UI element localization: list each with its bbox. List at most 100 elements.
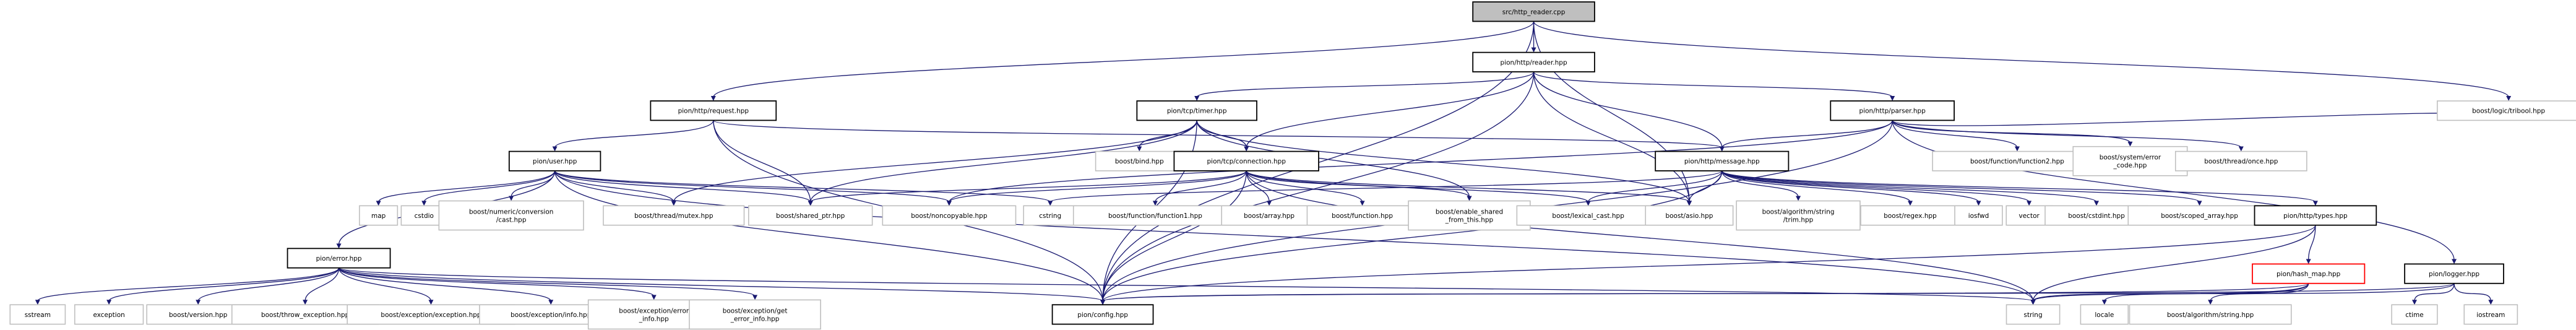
- edge-logger-to-config: [1102, 283, 2455, 302]
- node-box-function1: [1072, 205, 1238, 226]
- edge-user-to-mutex: [554, 170, 674, 202]
- node-box-algstring: [2129, 304, 2292, 325]
- arrowhead-message-to-vector: [2027, 201, 2032, 206]
- edge-message-to-vector: [1721, 170, 2030, 202]
- node-user[interactable]: pion/user.hpp: [508, 150, 601, 172]
- node-logger[interactable]: pion/logger.hpp: [2404, 263, 2504, 284]
- node-box-connection: [1173, 150, 1319, 172]
- node-label-regex: boost/regex.hpp: [1884, 212, 1937, 220]
- node-label-cstring: cstring: [1039, 212, 1061, 220]
- node-error[interactable]: pion/error.hpp: [286, 248, 391, 269]
- edge-message-to-trim: [1721, 170, 1799, 198]
- arrowhead-connection-to-function: [1359, 201, 1365, 206]
- edge-error-to-excget: [338, 267, 756, 297]
- node-request[interactable]: pion/http/request.hpp: [650, 100, 777, 121]
- arrowhead-timer-to-bind: [1137, 146, 1142, 152]
- node-label-algstring: boost/algorithm/string.hpp: [2167, 311, 2254, 319]
- node-numconv: boost/numeric/conversion/cast.hpp: [438, 200, 584, 231]
- edge-request-to-sharedptr: [713, 120, 811, 202]
- arrowhead-connection-to-sharedptr: [808, 201, 813, 206]
- edge-error-to-throwexc: [304, 267, 340, 302]
- node-label-enableshared: _from_this.hpp: [1445, 217, 1494, 224]
- edge-types-to-hashmap: [2308, 225, 2316, 261]
- node-box-config: [1051, 304, 1154, 325]
- node-box-timer: [1136, 100, 1257, 121]
- node-cstring: cstring: [1023, 205, 1078, 226]
- node-label-trim: boost/algorithm/string: [1762, 209, 1835, 216]
- arrowhead-error-to-exception: [106, 300, 112, 305]
- edge-error-to-excinfo: [338, 267, 551, 302]
- arrowhead-logger-to-ctime: [2412, 300, 2418, 305]
- node-label-tribool: boost/logic/tribool.hpp: [2472, 108, 2545, 115]
- arrowhead-error-to-throwexc: [303, 300, 308, 305]
- edge-error-to-version: [197, 267, 340, 302]
- arrowhead-user-to-mutex: [671, 201, 676, 206]
- edge-parser-to-errorcode: [1892, 120, 2131, 144]
- node-reader[interactable]: pion/http/reader.hpp: [1472, 51, 1595, 72]
- edge-error-to-excerror: [338, 267, 655, 297]
- node-string: string: [2005, 304, 2061, 325]
- edge-root-to-request: [713, 21, 1535, 98]
- node-box-message: [1655, 150, 1790, 172]
- edge-error-to-excexc: [338, 267, 432, 302]
- node-label-sharedptr: boost/shared_ptr.hpp: [776, 212, 845, 220]
- node-label-function2: boost/function/function2.hpp: [1970, 158, 2064, 165]
- node-map: map: [359, 205, 398, 226]
- node-types[interactable]: pion/http/types.hpp: [2254, 205, 2377, 226]
- edge-connection-to-noncopyable: [949, 170, 1247, 202]
- edge-parser-to-message: [1721, 120, 1893, 148]
- node-box-array: [1221, 205, 1317, 226]
- edge-error-to-string: [338, 267, 2034, 302]
- arrowhead-logger-to-iostream: [2488, 300, 2494, 305]
- edge-reader-to-parser: [1533, 71, 1893, 98]
- node-label-asio: boost/asio.hpp: [1665, 212, 1713, 220]
- arrowhead-logger-to-string: [2030, 300, 2036, 305]
- arrowhead-reader-to-timer: [1194, 96, 1200, 102]
- node-label-cstdio: cstdio: [415, 212, 434, 220]
- edge-message-to-lexicalcast: [1588, 170, 1723, 202]
- edge-timer-to-mutex: [673, 120, 1197, 202]
- node-box-cstring: [1023, 205, 1078, 226]
- arrowhead-message-to-cstring: [1048, 201, 1053, 206]
- edge-types-to-string: [2032, 225, 2316, 302]
- node-label-locale: locale: [2095, 311, 2114, 319]
- edge-logger-to-string: [2032, 283, 2455, 302]
- node-box-mutex: [603, 205, 745, 226]
- edge-message-to-types: [1721, 170, 2316, 202]
- node-label-user: pion/user.hpp: [533, 158, 577, 165]
- node-timer[interactable]: pion/tcp/timer.hpp: [1136, 100, 1257, 121]
- arrowhead-error-to-excget: [752, 295, 758, 300]
- node-locale: locale: [2080, 304, 2129, 325]
- node-label-bind: boost/bind.hpp: [1115, 158, 1164, 165]
- node-once: boost/thread/once.hpp: [2174, 150, 2307, 172]
- edge-error-to-exception: [108, 267, 340, 302]
- edge-message-to-regex: [1721, 170, 1911, 202]
- node-box-asio: [1645, 205, 1734, 226]
- node-box-exception: [74, 304, 144, 325]
- node-root[interactable]: src/http_reader.cpp: [1472, 1, 1595, 22]
- node-connection[interactable]: pion/tcp/connection.hpp: [1173, 150, 1319, 172]
- node-box-iostream: [2463, 304, 2518, 325]
- edge-root-to-asio: [1533, 21, 1690, 202]
- node-function: boost/function.hpp: [1306, 205, 1418, 226]
- node-hashmap[interactable]: pion/hash_map.hpp: [2252, 263, 2366, 284]
- arrowhead-message-to-cstdint: [2094, 201, 2100, 206]
- node-function1: boost/function/function1.hpp: [1072, 205, 1238, 226]
- arrowhead-message-to-types: [2312, 201, 2318, 206]
- node-scopedarray: boost/scoped_array.hpp: [2127, 205, 2272, 226]
- arrowhead-parser-to-logger: [2452, 259, 2457, 264]
- node-config[interactable]: pion/config.hpp: [1051, 304, 1154, 325]
- arrowhead-types-to-hashmap: [2306, 259, 2311, 264]
- node-label-errorcode: boost/system/error: [2100, 154, 2161, 162]
- node-label-excerror: boost/exception/error: [619, 307, 689, 315]
- edge-message-to-config: [1102, 170, 1723, 302]
- node-label-iostream: iostream: [2476, 311, 2505, 319]
- node-box-noncopyable: [882, 205, 1017, 226]
- edge-reader-to-message: [1533, 72, 1723, 148]
- node-label-hashmap: pion/hash_map.hpp: [2277, 271, 2341, 278]
- arrowhead-error-to-excerror: [651, 295, 657, 300]
- node-parser[interactable]: pion/http/parser.hpp: [1830, 100, 1955, 121]
- node-message[interactable]: pion/http/message.hpp: [1655, 150, 1790, 172]
- node-box-hashmap: [2252, 263, 2366, 284]
- node-label-vector: vector: [2019, 212, 2040, 220]
